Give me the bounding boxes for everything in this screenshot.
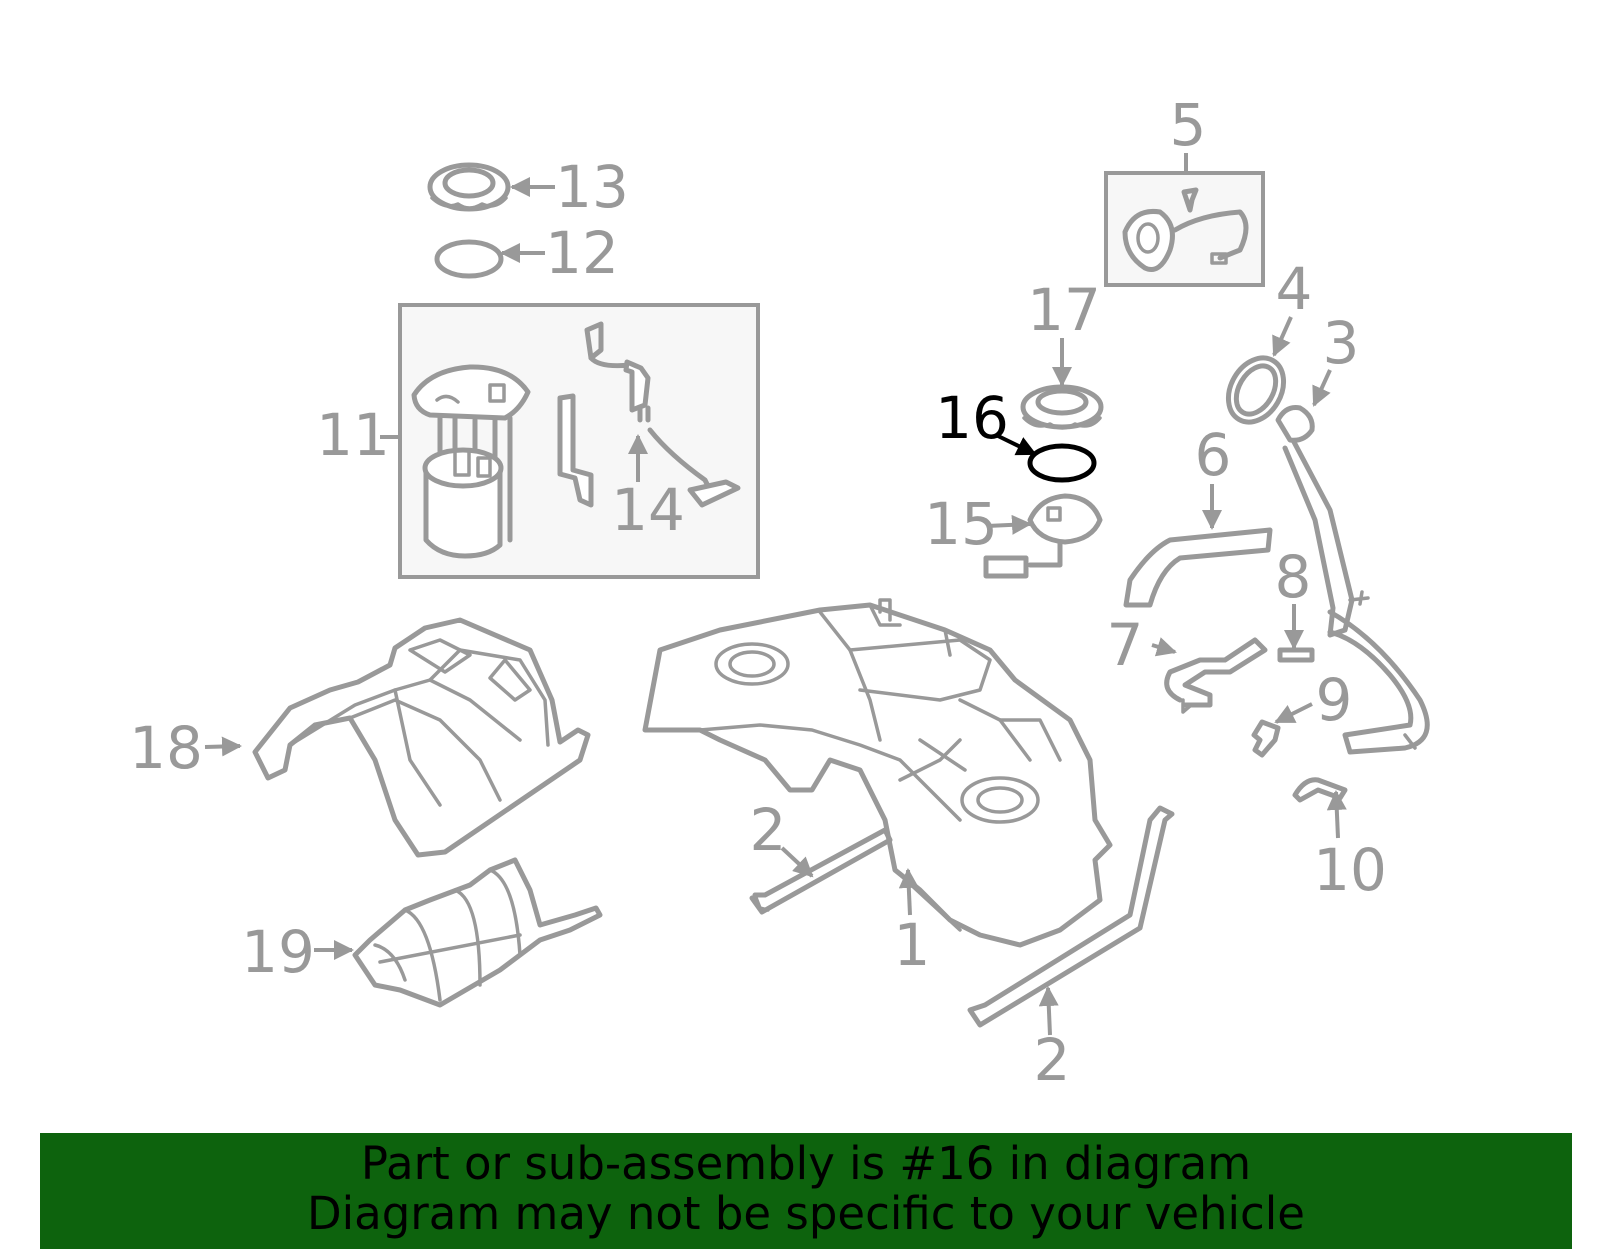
callout-14: 14	[611, 476, 685, 544]
banner-line-1: Part or sub-assembly is #16 in diagram	[360, 1137, 1252, 1190]
callout-19: 19	[241, 918, 315, 986]
callout-5: 5	[1170, 91, 1207, 159]
callout-6: 6	[1195, 421, 1232, 489]
banner-line-2: Diagram may not be specific to your vehi…	[307, 1187, 1305, 1240]
part-3-filler-neck	[1275, 405, 1430, 755]
callout-7: 7	[1107, 611, 1144, 679]
leader-lines	[204, 153, 1347, 1036]
callout-11: 11	[316, 401, 390, 469]
part-11-fuel-pump-module	[411, 364, 531, 559]
part-11-bracket	[557, 393, 594, 508]
part-4-grommet	[1225, 355, 1287, 425]
callout-16-highlighted: 16	[935, 384, 1009, 452]
callout-2-front: 2	[750, 796, 787, 864]
callout-18: 18	[129, 714, 203, 782]
callout-8: 8	[1275, 543, 1312, 611]
callout-2-rear: 2	[1034, 1026, 1071, 1094]
info-banner: Part or sub-assembly is #16 in diagram D…	[40, 1133, 1572, 1249]
callout-4: 4	[1276, 255, 1313, 323]
part-14-sender-unit	[584, 321, 741, 508]
part-13-lock-ring	[427, 162, 511, 212]
part-15-level-sensor	[983, 493, 1103, 579]
part-18-heat-shield	[252, 617, 591, 858]
part-19-lower-shield	[352, 857, 603, 1008]
part-5-fuel-cap-with-tether	[1122, 187, 1249, 272]
callout-3: 3	[1323, 309, 1360, 377]
part-12-o-ring	[434, 239, 504, 279]
callout-1: 1	[894, 911, 931, 979]
callout-12: 12	[545, 219, 619, 287]
part-7-vent-tube	[1164, 637, 1268, 714]
callout-10: 10	[1313, 836, 1387, 904]
part-17-filler-ring	[1020, 384, 1104, 430]
callout-13: 13	[555, 153, 629, 221]
part-6-hose	[1123, 527, 1273, 608]
callout-17: 17	[1027, 276, 1101, 344]
part-2-strap-rear	[967, 805, 1175, 1028]
part-2-strap-front	[749, 827, 893, 915]
callout-15: 15	[924, 490, 998, 558]
part-1-fuel-tank	[642, 598, 1113, 948]
callout-9: 9	[1316, 666, 1353, 734]
part-8-clip	[1277, 647, 1315, 663]
part-16-o-ring-highlighted	[1027, 443, 1097, 483]
part-9-connector	[1251, 719, 1281, 758]
